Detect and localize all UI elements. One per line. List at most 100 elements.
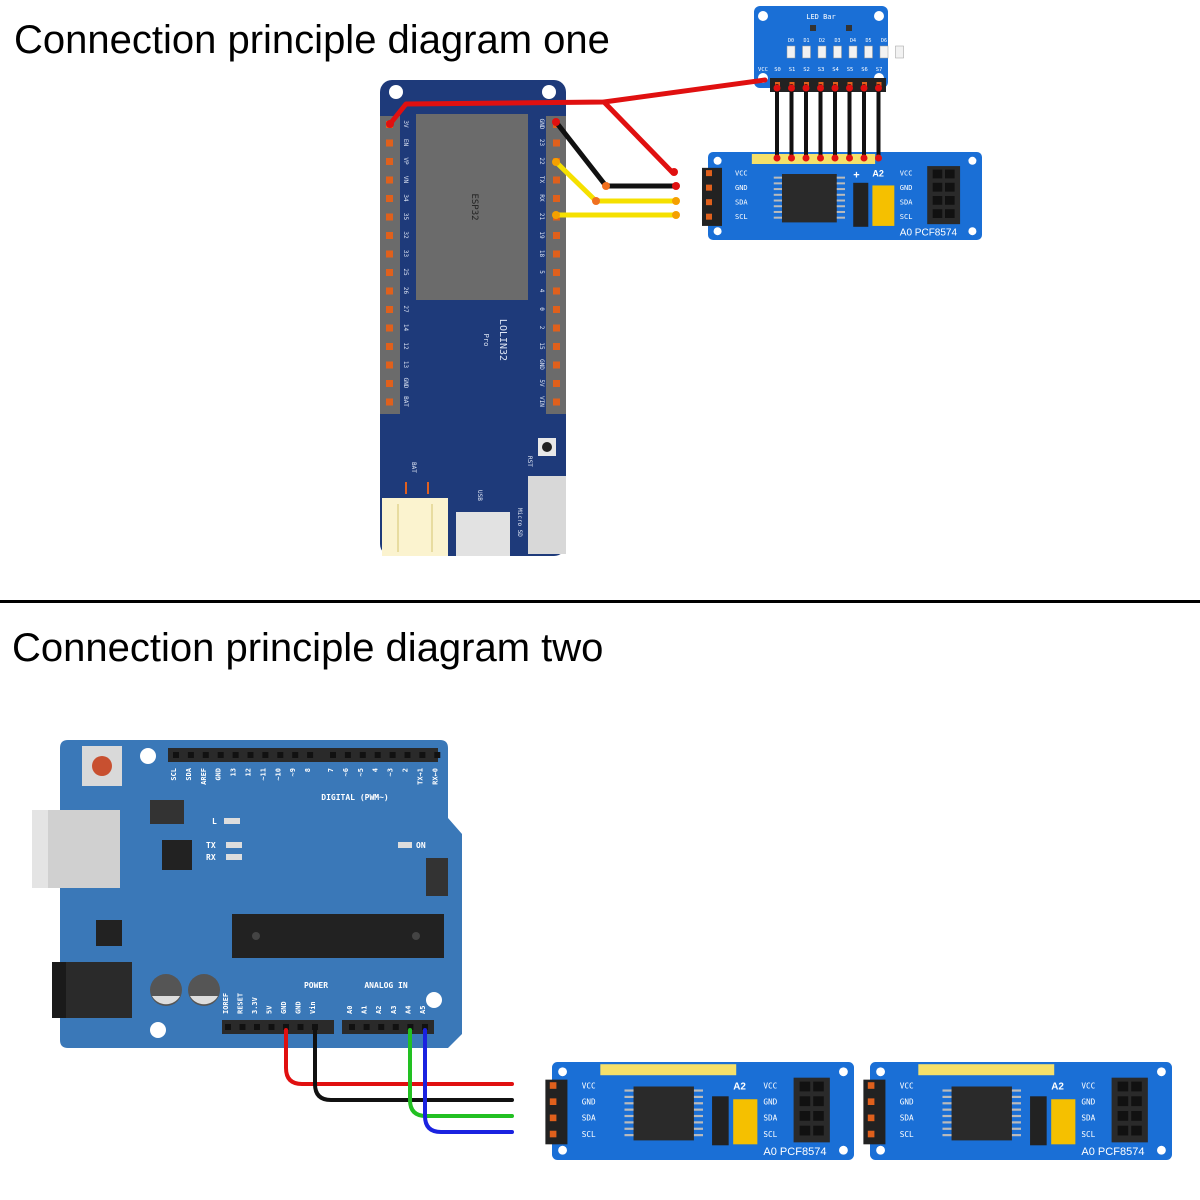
esp32-pin-label: TX [538,176,545,184]
esp32-pin[interactable] [386,176,393,184]
esp32-pin[interactable] [386,250,393,258]
esp32-pin[interactable] [386,398,393,406]
led-label: D6 [881,38,887,44]
esp32-pin[interactable] [553,324,560,332]
esp32-pin[interactable] [386,195,393,202]
esp32-pin[interactable] [386,232,393,239]
esp32-pin-label: 0 [538,307,545,311]
esp32-pin[interactable] [553,250,560,258]
digital-pin[interactable] [187,752,194,758]
digital-pin-label: ~5 [357,768,365,776]
analog-pin[interactable] [407,1024,414,1030]
pcf-pin[interactable] [867,1130,875,1138]
rx-label: RX [206,853,216,862]
analog-pin[interactable] [378,1024,385,1030]
power-pin[interactable] [225,1024,231,1030]
led-label: D7 [896,38,902,44]
pcf-left-pin-label: SDA [735,199,748,207]
esp32-pin[interactable] [386,269,393,276]
pcf-left-pin-label: VCC [582,1081,596,1090]
power-pin[interactable] [297,1024,304,1030]
address-jumpers[interactable] [733,1099,758,1145]
led-label: D2 [819,38,825,44]
esp32-pin-label: 27 [402,305,409,313]
pcf-pin[interactable] [867,1114,875,1122]
analog-pin[interactable] [349,1024,355,1030]
esp32-pin[interactable] [553,306,560,313]
usb-label: USB [476,490,483,501]
esp32-pin[interactable] [553,343,560,350]
digital-pin-label: 8 [304,768,312,772]
digital-pin[interactable] [217,752,224,758]
address-header [1030,1096,1047,1146]
digital-pin[interactable] [330,752,336,758]
pcf-pin[interactable] [706,213,712,220]
address-jumpers[interactable] [872,185,895,226]
analog-pin[interactable] [422,1024,428,1030]
digital-pin[interactable] [389,752,396,758]
power-pin[interactable] [254,1024,260,1030]
digital-pin[interactable] [374,752,381,758]
power-pin[interactable] [268,1024,275,1030]
pcf-pin[interactable] [867,1082,875,1089]
power-pin-label: IOREF [222,993,230,1014]
esp32-pin[interactable] [553,139,560,147]
digital-pin[interactable] [434,752,441,758]
esp32-pin[interactable] [553,287,560,295]
pcf-pin[interactable] [549,1114,557,1122]
power-pin[interactable] [312,1024,318,1030]
power-pin[interactable] [283,1024,289,1030]
esp32-pin[interactable] [386,343,393,350]
analog-pin[interactable] [392,1024,399,1030]
pcf-pin[interactable] [549,1082,557,1089]
digital-pin[interactable] [277,752,284,758]
led-bar-pin-label: VCC [758,67,768,73]
pcf-pin[interactable] [549,1130,557,1138]
pcf-right-pin-label: SDA [1081,1114,1095,1123]
led-segment [848,45,858,59]
esp32-pin[interactable] [553,269,560,276]
esp32-pin[interactable] [386,158,393,165]
pcf-pin[interactable] [549,1098,557,1105]
digital-pin[interactable] [262,752,269,758]
pcf-left-pin-label: SCL [735,213,748,221]
address-jumpers[interactable] [1051,1099,1076,1145]
digital-pin[interactable] [173,752,179,758]
esp32-pin[interactable] [553,176,560,184]
esp32-pin[interactable] [386,361,393,369]
analog-pin[interactable] [363,1024,370,1030]
esp32-pin[interactable] [553,361,560,369]
digital-pin[interactable] [307,752,314,758]
esp32-pin[interactable] [553,380,560,387]
esp32-pin[interactable] [386,287,393,295]
esp32-pin[interactable] [386,324,393,332]
digital-pin[interactable] [247,752,254,758]
battery-connector [382,498,448,556]
pcf-left-pin-label: VCC [900,1081,914,1090]
esp32-pin[interactable] [553,232,560,239]
digital-pin[interactable] [419,752,426,758]
pcf-left-header [863,1079,886,1145]
digital-pin[interactable] [404,752,411,758]
digital-pin[interactable] [232,752,239,758]
pcf-pin[interactable] [706,170,712,177]
esp32-pin[interactable] [553,398,560,406]
esp32-pin[interactable] [386,306,393,313]
digital-pin[interactable] [359,752,366,758]
pcf-pin[interactable] [867,1098,875,1105]
pcf-pin[interactable] [706,184,712,191]
power-pin-label: GND [280,1001,288,1014]
power-pin[interactable] [239,1024,246,1030]
esp32-pin[interactable] [553,195,560,202]
esp32-pin[interactable] [386,213,393,221]
pcf-pin[interactable] [706,199,712,206]
esp32-pin[interactable] [386,380,393,387]
digital-pin[interactable] [202,752,209,758]
digital-pin[interactable] [292,752,299,758]
digital-pin[interactable] [344,752,351,758]
esp32-pin[interactable] [386,139,393,147]
